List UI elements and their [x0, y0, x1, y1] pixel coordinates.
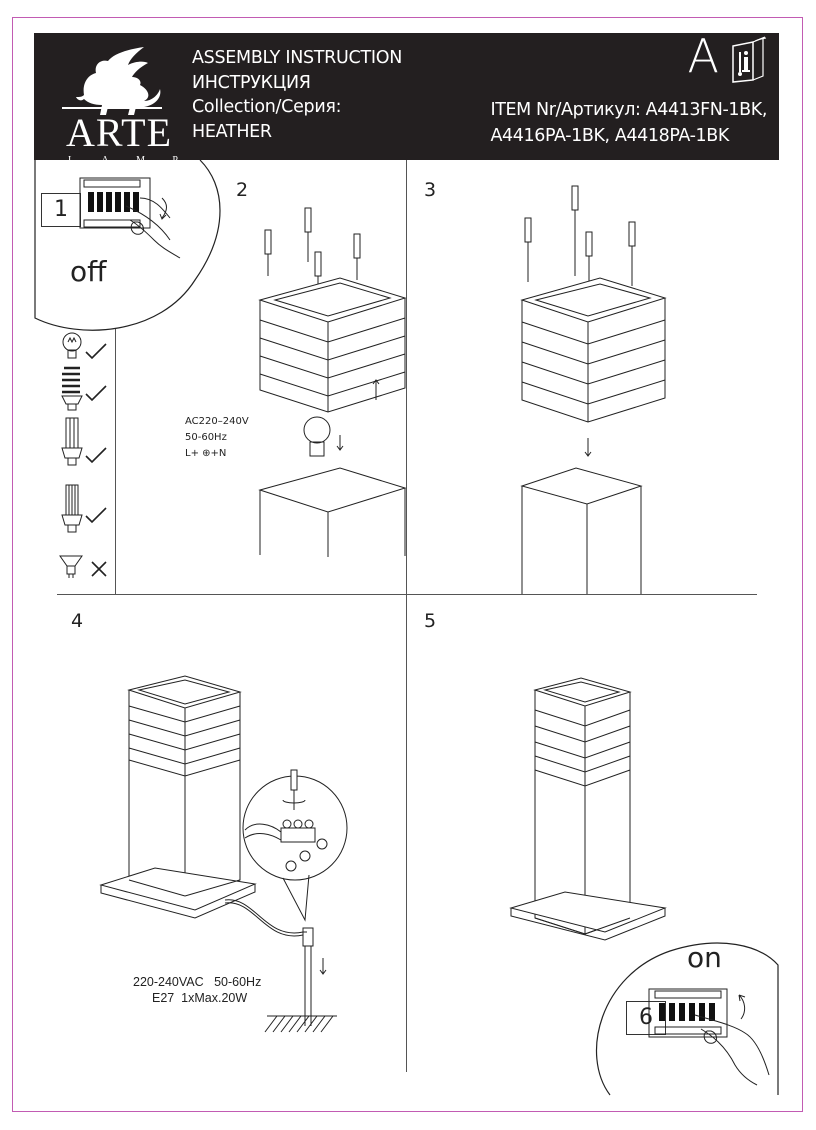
screwdriver-icon	[524, 217, 532, 282]
divider-vertical-center	[406, 160, 407, 1072]
check-icon	[85, 343, 107, 360]
step1-number: 1	[41, 193, 81, 227]
bulb-compatibility-list	[59, 332, 107, 578]
item-line-1: ITEM Nr/Артикул: A4413FN-1BK,	[490, 100, 767, 120]
incandescent-bulb-icon	[62, 332, 82, 359]
step2-wiring: L+ ⊕+N	[185, 448, 227, 459]
screwdriver-icon	[304, 207, 312, 262]
title-en: ASSEMBLY INSTRUCTION	[192, 48, 402, 68]
step1-off-label: off	[70, 255, 107, 288]
led-corn-bulb-icon	[61, 484, 83, 533]
step4-spec-line-1: 220-240VAC 50-60Hz	[133, 975, 262, 989]
step6-on-label: on	[687, 941, 722, 974]
collection-label: Collection/Серия:	[192, 97, 342, 117]
step2-specs: AC220–240V 50-60Hz L+ ⊕+N	[185, 414, 249, 462]
circuit-breaker-off-icon	[79, 177, 181, 259]
gu10-spot-bulb-icon	[59, 555, 83, 578]
title-block: ASSEMBLY INSTRUCTION ИНСТРУКЦИЯ Collecti…	[192, 46, 402, 144]
step6-circle-callout	[596, 942, 779, 1096]
screwdriver-icon	[353, 233, 361, 280]
divider-horizontal	[57, 594, 757, 595]
step5-assembled-lamp-diagram	[509, 677, 667, 941]
divider-vertical-left	[115, 160, 116, 595]
step4-spec-line-2: E27 1xMax.20W	[152, 991, 248, 1005]
page-border	[12, 17, 803, 1112]
circuit-breaker-on-icon	[648, 988, 770, 1086]
step5-number: 5	[424, 610, 437, 632]
tube-cfl-bulb-icon	[61, 417, 83, 466]
header-banner: ARTE L A M P ASSEMBLY INSTRUCTION ИНСТРУ…	[34, 29, 779, 166]
step2-number: 2	[236, 179, 249, 201]
check-icon	[85, 447, 107, 464]
screwdriver-icon	[264, 229, 272, 276]
step2-frequency: 50-60Hz	[185, 432, 227, 443]
step3-lamp-head-install-diagram	[520, 185, 667, 594]
title-ru: ИНСТРУКЦИЯ	[192, 72, 311, 93]
grade-letter: A	[687, 29, 719, 83]
step3-number: 3	[424, 179, 437, 201]
check-icon	[85, 385, 107, 402]
screwdriver-icon	[571, 185, 579, 276]
griffin-logo-icon	[62, 47, 162, 115]
check-icon	[85, 507, 107, 524]
spiral-cfl-bulb-icon	[61, 366, 83, 411]
step4-wiring-installation-diagram	[99, 675, 348, 1033]
step1-circle-callout	[34, 159, 221, 331]
brand-name: ARTE	[66, 110, 173, 155]
item-line-2: A4416PA-1BK, A4418PA-1BK	[490, 126, 729, 146]
info-manual-icon	[732, 36, 767, 83]
step2-lamp-head-removal-diagram	[258, 207, 407, 557]
step2-voltage: AC220–240V	[185, 416, 249, 427]
step4-number: 4	[71, 610, 84, 632]
screwdriver-icon	[628, 221, 636, 286]
cross-icon	[91, 561, 107, 577]
item-numbers: ITEM Nr/Артикул: A4413FN-1BK, A4416PA-1B…	[490, 97, 767, 149]
collection-name: HEATHER	[192, 121, 272, 142]
